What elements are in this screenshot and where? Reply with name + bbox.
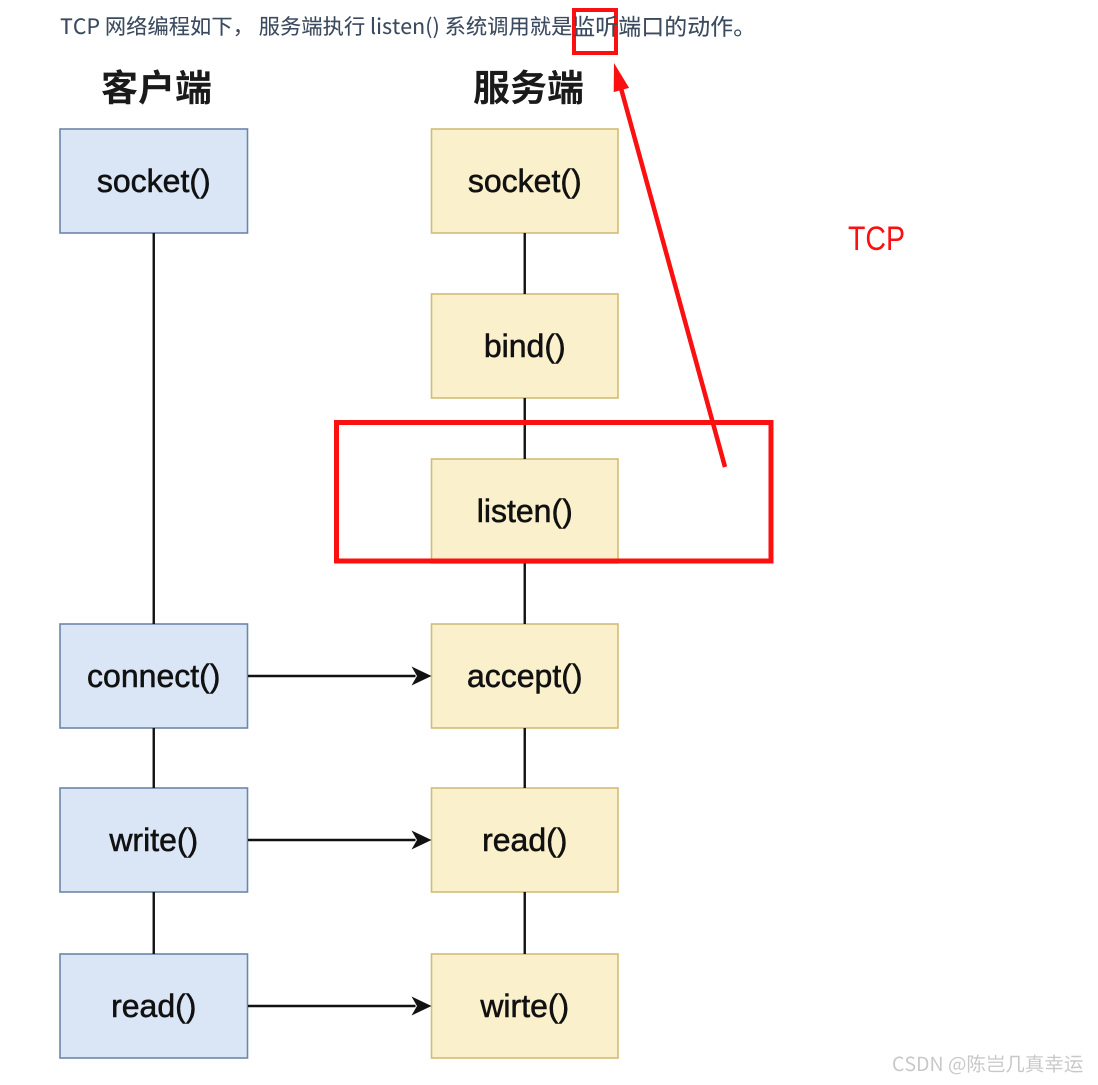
svg-text:accept(): accept() xyxy=(467,658,583,694)
svg-text:bind(): bind() xyxy=(484,328,566,364)
svg-text:connect(): connect() xyxy=(87,658,220,694)
svg-text:wirte(): wirte() xyxy=(479,988,569,1024)
svg-text:listen(): listen() xyxy=(477,493,573,529)
svg-text:write(): write() xyxy=(108,822,198,858)
svg-text:read(): read() xyxy=(482,822,567,858)
svg-text:socket(): socket() xyxy=(468,163,582,199)
svg-text:read(): read() xyxy=(111,988,196,1024)
svg-text:socket(): socket() xyxy=(97,163,211,199)
svg-text:TCP: TCP xyxy=(848,220,905,258)
